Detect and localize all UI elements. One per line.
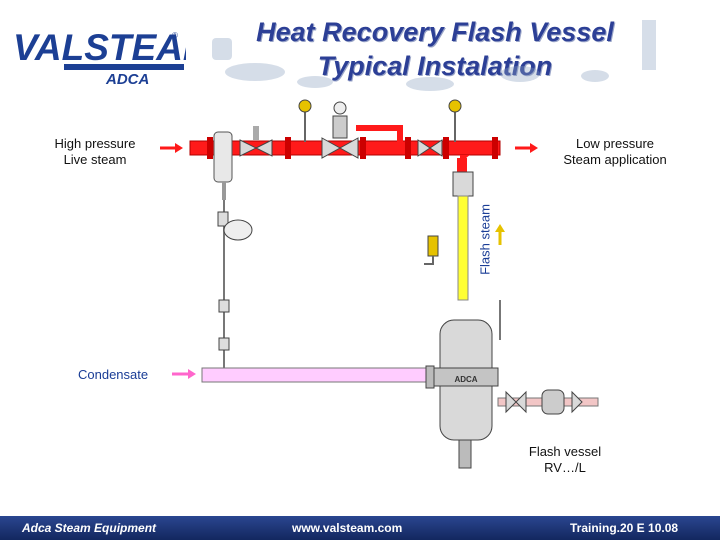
- safety-valve: [424, 235, 439, 265]
- valve-1: [239, 126, 273, 157]
- footer-left: Adca Steam Equipment: [22, 521, 157, 535]
- flash-steam-label-box: Flash steam: [470, 195, 496, 285]
- flash-steam-label: Flash steam: [477, 204, 493, 275]
- title-line-2: Typical Instalation: [317, 51, 553, 81]
- flash-steam-line: [452, 155, 474, 301]
- high-pressure-label: High pressure Live steam: [54, 136, 136, 167]
- footer-right: Training.20 E 10.08: [570, 521, 679, 535]
- logo-reg: ®: [172, 31, 178, 40]
- low-pressure-label: Low pressure Steam application: [563, 136, 667, 167]
- inlet-arrow: [160, 143, 183, 153]
- reducing-valve: [321, 101, 359, 159]
- logo-brand: VALSTEAM: [13, 27, 186, 68]
- vessel-brand: ADCA: [454, 375, 477, 384]
- condensate-drain: [217, 200, 253, 370]
- bypass-line: [356, 125, 403, 142]
- header-product-images: [212, 20, 656, 91]
- flash-up-arrow: [495, 224, 505, 245]
- title-line-1: Heat Recovery Flash Vessel: [256, 17, 614, 47]
- float-trap-line: [497, 389, 599, 415]
- footer-bar: Adca Steam Equipment www.valsteam.com Tr…: [0, 516, 720, 540]
- logo-sub: ADCA: [105, 71, 149, 88]
- outlet-arrow: [515, 143, 538, 153]
- vessel-label: Flash vessel RV…/L: [528, 444, 602, 475]
- valve-3: [417, 139, 443, 157]
- pressure-gauges: [298, 99, 462, 142]
- footer-center: www.valsteam.com: [292, 521, 403, 535]
- valsteam-logo: VALSTEAM ® ADCA: [8, 14, 215, 88]
- condensate-label: Condensate: [78, 367, 149, 382]
- separator: [213, 131, 233, 200]
- flash-vessel: ADCA: [425, 300, 501, 469]
- condensate-line: [172, 367, 431, 383]
